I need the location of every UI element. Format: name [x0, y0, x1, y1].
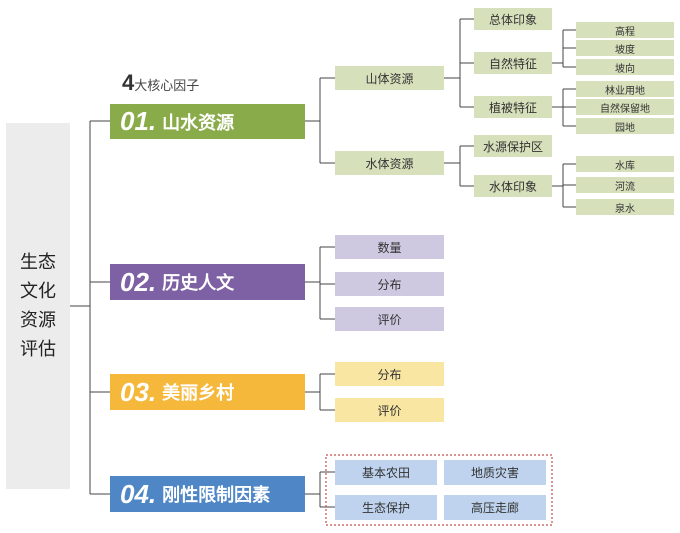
root-label: 生态文化资源评估: [20, 252, 56, 360]
category-number: 02.: [120, 266, 157, 297]
category-label: 刚性限制因素: [162, 485, 271, 506]
node-fenbu: 分布: [335, 272, 444, 296]
leaf-ziran-baoliudi: 自然保留地: [576, 99, 674, 115]
node-zhibei-tezheng: 植被特征: [474, 96, 552, 118]
node-shuiti: 水体资源: [335, 151, 444, 175]
node-shanti: 山体资源: [335, 66, 444, 90]
category-shanshui: 01. 山水资源: [110, 104, 305, 139]
leaf-gaocheng: 高程: [576, 22, 674, 38]
root-node: 生态文化资源评估: [6, 123, 70, 489]
node-shuiyuan-baohuqu: 水源保护区: [474, 135, 552, 157]
node-gaoya-zoulang: 高压走廊: [444, 495, 546, 520]
node-pingjia: 评价: [335, 307, 444, 331]
leaf-shuiku: 水库: [576, 156, 674, 172]
leaf-linye-yongdi: 林业用地: [576, 81, 674, 97]
leaf-yuandi: 园地: [576, 118, 674, 134]
category-number: 03.: [120, 376, 157, 407]
node-jiben-nongtian: 基本农田: [335, 460, 437, 485]
category-number: 04.: [120, 478, 157, 509]
node-pingjia: 评价: [335, 398, 444, 422]
category-label: 山水资源: [162, 112, 235, 134]
node-zongti-yinxiang: 总体印象: [474, 8, 552, 30]
category-xiangcun: 03. 美丽乡村: [110, 374, 305, 410]
node-shuiti-yinxiang: 水体印象: [474, 175, 552, 197]
core-factors-label: 4大核心因子: [122, 70, 199, 96]
category-number: 01.: [120, 106, 157, 136]
node-shengtai-baohu: 生态保护: [335, 495, 437, 520]
leaf-quanshui: 泉水: [576, 199, 674, 215]
core-text: 大核心因子: [134, 79, 200, 94]
category-lishi: 02. 历史人文: [110, 264, 305, 300]
core-count: 4: [122, 70, 135, 95]
node-dizhi-zaihai: 地质灾害: [444, 460, 546, 485]
leaf-podu: 坡度: [576, 40, 674, 56]
node-ziran-tezheng: 自然特征: [474, 52, 552, 74]
leaf-poxiang: 坡向: [576, 59, 674, 75]
category-label: 美丽乡村: [162, 383, 235, 404]
node-shuliang: 数量: [335, 235, 444, 259]
node-fenbu: 分布: [335, 362, 444, 386]
category-label: 历史人文: [162, 273, 235, 294]
category-gangxing: 04. 刚性限制因素: [110, 476, 305, 512]
leaf-heliu: 河流: [576, 177, 674, 193]
